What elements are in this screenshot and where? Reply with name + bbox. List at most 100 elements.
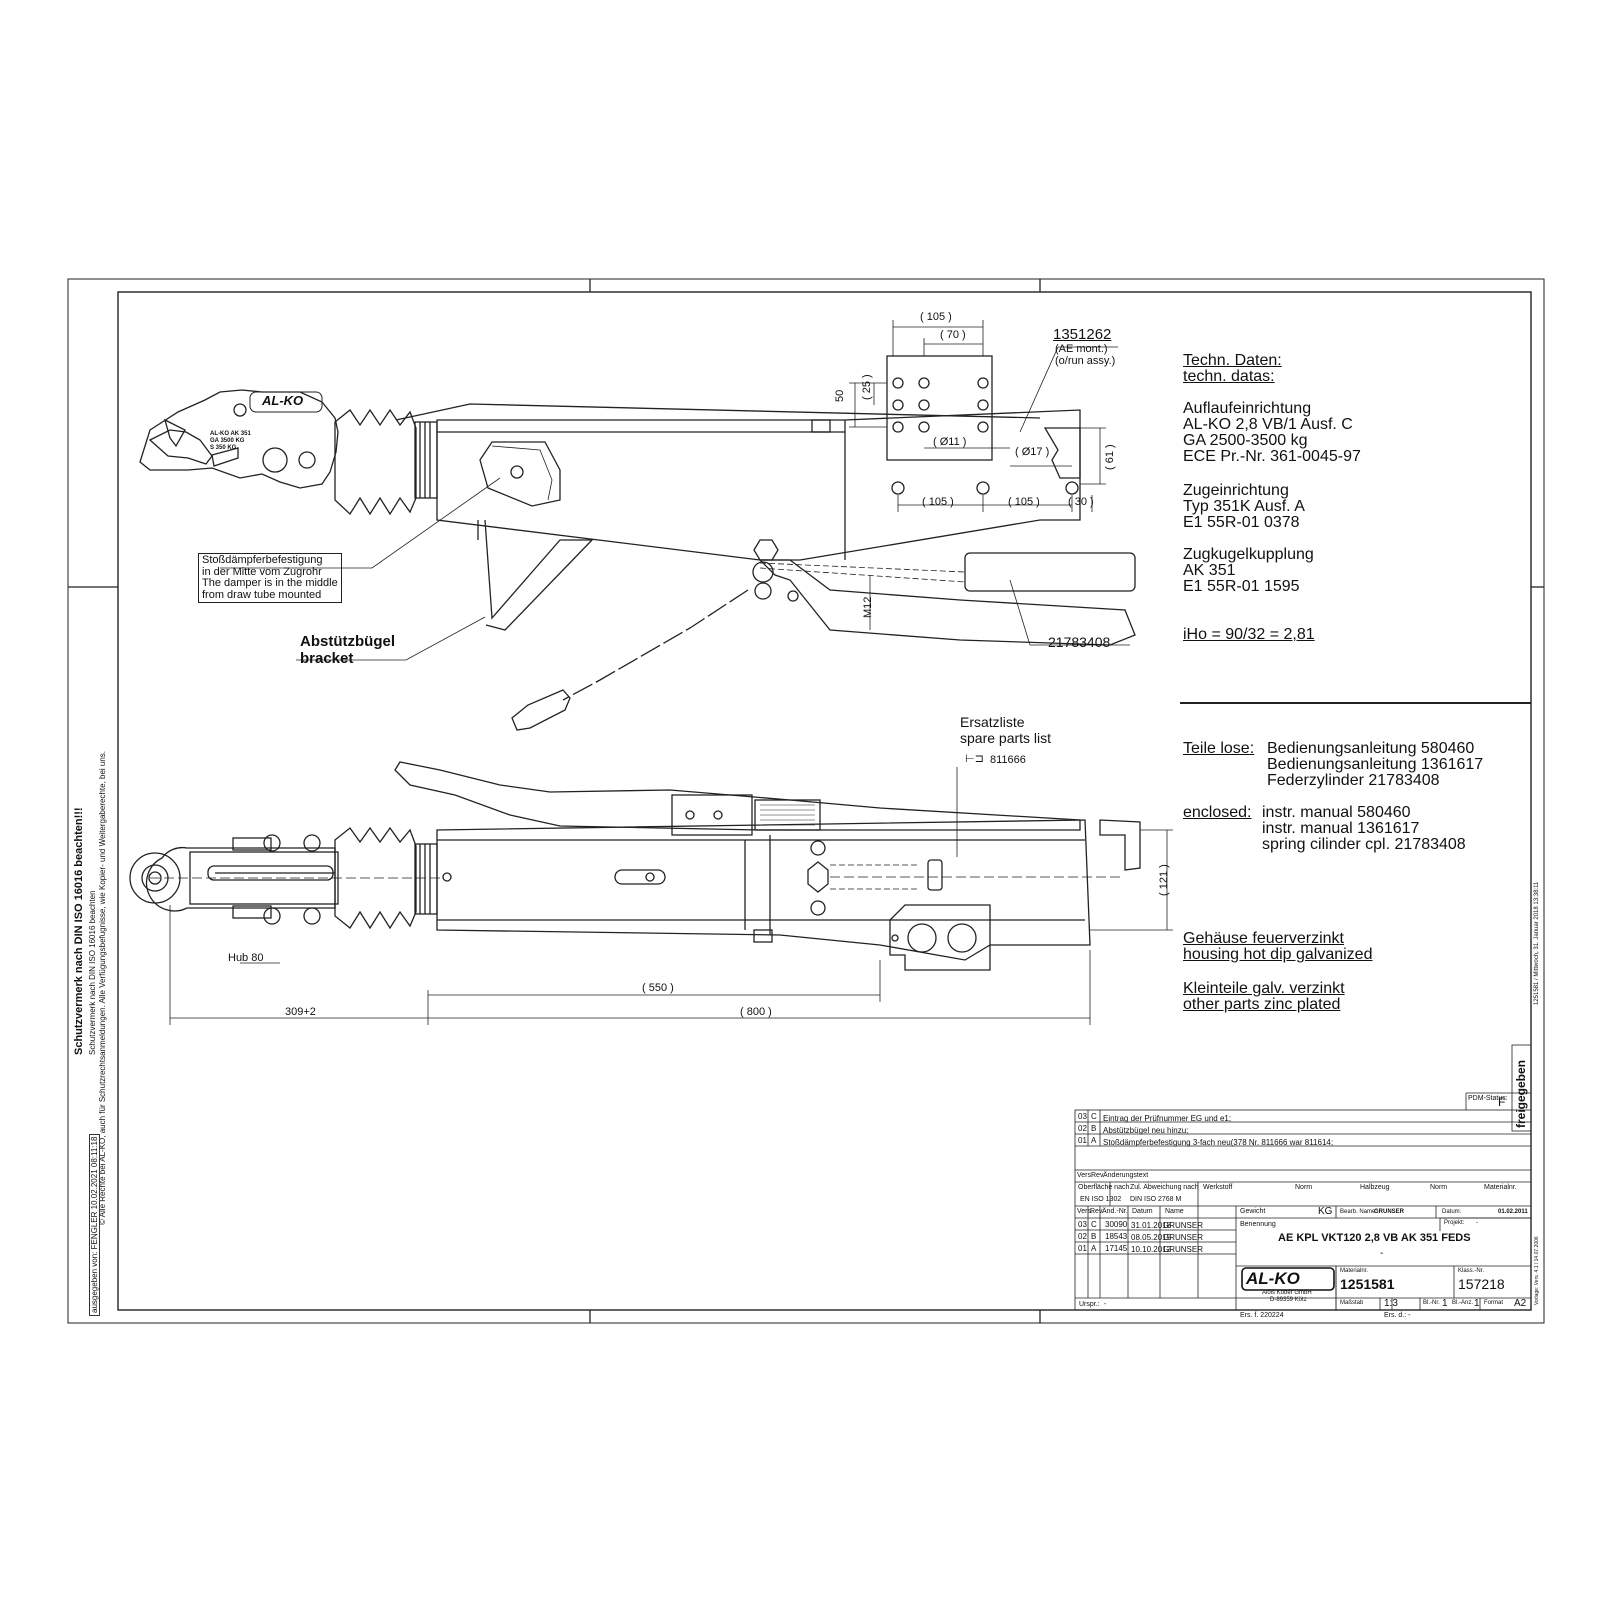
damper-note-line: in der Mitte vom Zugrohr xyxy=(202,565,322,578)
loose-item-en: instr. manual 1361617 xyxy=(1262,820,1420,837)
revision-vers: 03 xyxy=(1078,1112,1087,1121)
small-parts-finish-en: other parts zinc plated xyxy=(1183,996,1341,1013)
alko-logo-titleblock xyxy=(1241,1267,1335,1291)
spring-cylinder-part-number: 21783408 xyxy=(1048,634,1111,650)
support-bracket xyxy=(484,519,594,631)
bellows xyxy=(334,408,417,516)
loose-item-de: Federzylinder 21783408 xyxy=(1267,772,1440,789)
project-label: Projekt: xyxy=(1444,1220,1465,1226)
spare-list-de: Ersatzliste xyxy=(960,714,1025,730)
revision-text: Eintrag der Prüfnummer EG und e1; xyxy=(1103,1114,1232,1123)
loose-item-en: instr. manual 580460 xyxy=(1262,804,1411,821)
techn-heading-de: Techn. Daten: xyxy=(1183,352,1282,369)
mounting-bracket-plan xyxy=(889,904,991,971)
designation-value: AE KPL VKT120 2,8 VB AK 351 FEDS xyxy=(1278,1232,1471,1244)
editor-value: GRUNSER xyxy=(1374,1209,1405,1215)
run-assy-note: (o/run assy.) xyxy=(1055,355,1116,367)
norm2-label: Norm xyxy=(1430,1184,1448,1191)
m12-thread-label: M12 xyxy=(862,596,874,618)
hand-brake-lever xyxy=(758,559,1136,646)
surface-value: EN ISO 1302 xyxy=(1080,1196,1122,1203)
weight-unit: KG xyxy=(1318,1206,1333,1217)
housing-finish-de: Gehäuse feuerverzinkt xyxy=(1183,930,1344,947)
header-datum: Datum xyxy=(1132,1208,1153,1215)
damper-note-line: from draw tube mounted xyxy=(202,588,322,601)
sheet-count-label: Bl.-Anz. xyxy=(1452,1300,1474,1306)
dim-61: ( 61 ) xyxy=(1104,444,1116,470)
side-view-dimensions xyxy=(220,320,1130,857)
techn-line: E1 55R-01 0378 xyxy=(1183,514,1300,531)
revision-rev: B xyxy=(1091,1124,1097,1133)
change-date: 08.05.2015 xyxy=(1131,1233,1172,1242)
project-value: - xyxy=(1476,1220,1478,1226)
header-aend-nr: Änd.-Nr. xyxy=(1102,1208,1128,1215)
protection-notice-line: Schutzvermerk nach DIN ISO 16016 beachte… xyxy=(88,890,97,1055)
techn-line: Typ 351K Ausf. A xyxy=(1183,498,1305,515)
loose-label-en: enclosed: xyxy=(1183,804,1252,821)
techn-line: Zugkugelkupplung xyxy=(1183,546,1314,563)
top-view-dimensions xyxy=(169,829,1173,1025)
revision-vers: 02 xyxy=(1078,1124,1087,1133)
dim-dia-11: ( Ø11 ) xyxy=(933,436,967,448)
dim-105-a: ( 105 ) xyxy=(922,496,954,508)
origin-value: - xyxy=(1104,1301,1107,1308)
norm-label: Norm xyxy=(1295,1184,1313,1191)
change-vers: 01 xyxy=(1078,1244,1087,1253)
template-version: Vorlage: Vers. 4.1 / 14.07.2006 xyxy=(1534,1236,1540,1305)
replaces: Ers. f. 220224 xyxy=(1240,1312,1284,1319)
small-parts-finish-de: Kleinteile galv. verzinkt xyxy=(1183,980,1345,997)
dim-105-top: ( 105 ) xyxy=(920,311,952,323)
drawing-frame xyxy=(67,278,1545,1324)
date-value: 01.02.2011 xyxy=(1498,1209,1528,1215)
header-rev: Rev. xyxy=(1090,1208,1104,1215)
sheet-count-value: 1 xyxy=(1474,1298,1480,1309)
protection-notice-bold: Schutzvermerk nach DIN ISO 16016 beachte… xyxy=(73,807,85,1055)
dim-105-b: ( 105 ) xyxy=(1008,496,1040,508)
coupling-head-plan xyxy=(145,846,336,912)
revision-text: Stoßdämpferbefestigung 3-fach neu(378 Nr… xyxy=(1103,1138,1334,1147)
dim-309: 309+2 xyxy=(285,1006,316,1018)
coupling-logo: AL-KO xyxy=(262,393,304,408)
housing-finish-en: housing hot dip galvanized xyxy=(1183,946,1373,963)
damper-note-box: Stoßdämpferbefestigung in der Mitte vom … xyxy=(198,553,342,604)
company-address: D-89359 Kötz xyxy=(1270,1297,1307,1303)
techn-line: ECE Pr.-Nr. 361-0045-97 xyxy=(1183,448,1361,465)
header-name: Name xyxy=(1165,1208,1184,1215)
techn-line: AL-KO 2,8 VB/1 Ausf. C xyxy=(1183,416,1353,433)
material-number-label: Materialnr. xyxy=(1340,1268,1369,1274)
release-stamp: freigegeben xyxy=(1514,1059,1528,1128)
mounting-plate xyxy=(886,355,993,461)
change-nr: 30090 xyxy=(1105,1220,1128,1229)
date-label: Datum: xyxy=(1442,1209,1462,1215)
dim-25: ( 25 ) xyxy=(861,374,873,400)
damper-note-line: The damper is in the middle xyxy=(202,577,338,590)
breakaway-cable xyxy=(562,589,749,701)
hand-lever-plan xyxy=(394,761,1081,831)
surface-label: Oberfläche nach xyxy=(1078,1184,1130,1191)
dim-800: ( 800 ) xyxy=(740,1006,772,1018)
plot-timestamp: 1251581 / Mittwoch, 31. Januar 2018 13:3… xyxy=(1534,881,1540,1005)
origin-label: Urspr.: xyxy=(1079,1301,1100,1308)
bracket-label-en: bracket xyxy=(300,650,354,667)
revision-text: Abstützbügel neu hinzu; xyxy=(1103,1126,1189,1135)
techn-line: GA 2500-3500 kg xyxy=(1183,432,1308,449)
issued-by: ausgegeben von: FENGLER 10.02.2021 08:11… xyxy=(89,1133,100,1316)
change-rev: C xyxy=(1091,1220,1097,1229)
overrun-housing xyxy=(436,409,1081,561)
coupling-head xyxy=(139,389,339,489)
part-number-1351262: 1351262 xyxy=(1053,326,1112,343)
change-name: GRUNSER xyxy=(1163,1245,1204,1254)
change-nr: 17145 xyxy=(1105,1244,1128,1253)
material-no-label: Materialnr. xyxy=(1484,1184,1517,1191)
top-view xyxy=(129,761,1141,971)
editor-label: Bearb. Name: xyxy=(1340,1209,1378,1215)
iho-ratio: iHo = 90/32 = 2,81 xyxy=(1183,626,1315,643)
change-nr: 18543 xyxy=(1105,1232,1128,1241)
dim-30: ( 30 ) xyxy=(1068,496,1094,508)
loose-item-en: spring cilinder cpl. 21783408 xyxy=(1262,836,1466,853)
designation-label: Benennung xyxy=(1240,1221,1276,1228)
change-name: GRUNSER xyxy=(1163,1221,1204,1230)
tolerance-label: Zul. Abweichung nach xyxy=(1130,1184,1199,1191)
sheet-no-label: Bl.-Nr. xyxy=(1423,1300,1440,1306)
